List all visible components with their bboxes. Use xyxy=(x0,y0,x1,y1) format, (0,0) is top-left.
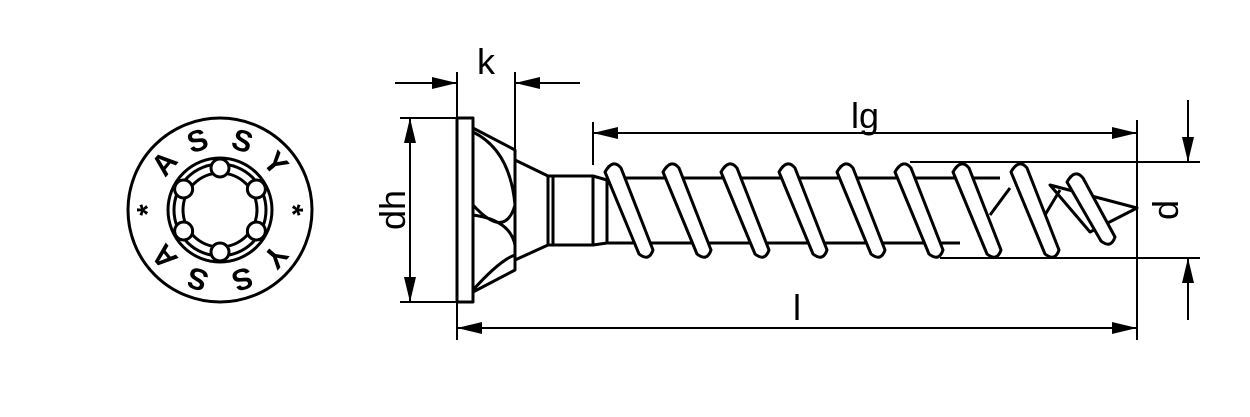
head-marking-char: Y xyxy=(256,238,294,275)
dimension-label-d: d xyxy=(1145,200,1186,220)
dimension-lines xyxy=(395,72,1200,340)
head-marking-char: S xyxy=(228,260,257,298)
drive-lobe xyxy=(245,220,267,242)
screw-head-plate xyxy=(455,116,475,304)
thread-crest xyxy=(951,162,1003,259)
thread-crest xyxy=(719,162,771,259)
dimension-label-k: k xyxy=(477,41,496,82)
head-marking-char: * xyxy=(276,204,309,216)
thread-crest xyxy=(661,162,713,259)
dimension-label-lg: lg xyxy=(851,95,879,136)
head-marking-char: Y xyxy=(256,145,294,182)
drive-lobe xyxy=(209,157,231,179)
thread-crest xyxy=(893,162,945,259)
drive-lobe xyxy=(173,220,195,242)
head-marking-char: * xyxy=(132,204,165,216)
drive-lobe xyxy=(209,241,231,263)
thread-crest xyxy=(1065,172,1117,246)
thread-crest xyxy=(835,162,887,259)
screw-side-view xyxy=(455,116,1139,304)
thread-crest xyxy=(1009,162,1061,259)
dimension-label-l: l xyxy=(793,287,801,328)
drive-lobe xyxy=(173,178,195,200)
thread-crest xyxy=(777,162,829,259)
drive-lobe xyxy=(245,178,267,200)
head-marking-char: S xyxy=(228,123,257,161)
head-marking-char: S xyxy=(183,123,212,161)
thread-crest xyxy=(603,162,655,259)
dimension-label-dh: dh xyxy=(372,190,413,230)
head-marking-char: S xyxy=(183,260,212,298)
